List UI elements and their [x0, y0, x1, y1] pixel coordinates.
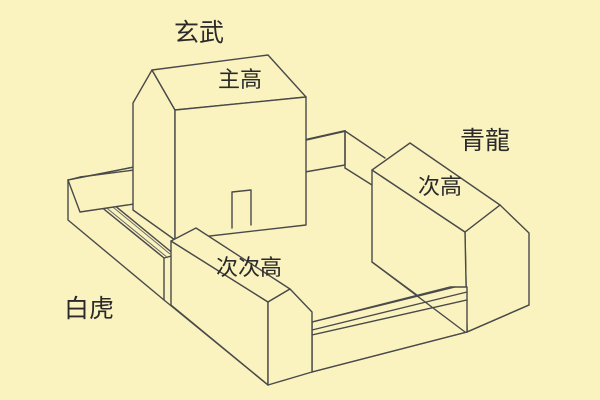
label-tertiary-house: 次次高: [216, 256, 283, 281]
main-house: [132, 54, 307, 241]
north-wall-left: [67, 166, 135, 213]
label-main-house: 主高: [218, 68, 263, 93]
tertiary-house: [163, 227, 313, 386]
north-wall-right: [304, 130, 386, 186]
label-baihu: 白虎: [64, 294, 115, 323]
label-qinglong: 青龍: [460, 126, 511, 155]
label-secondary-house: 次高: [418, 175, 463, 200]
label-xuanwu: 玄武: [174, 18, 225, 47]
